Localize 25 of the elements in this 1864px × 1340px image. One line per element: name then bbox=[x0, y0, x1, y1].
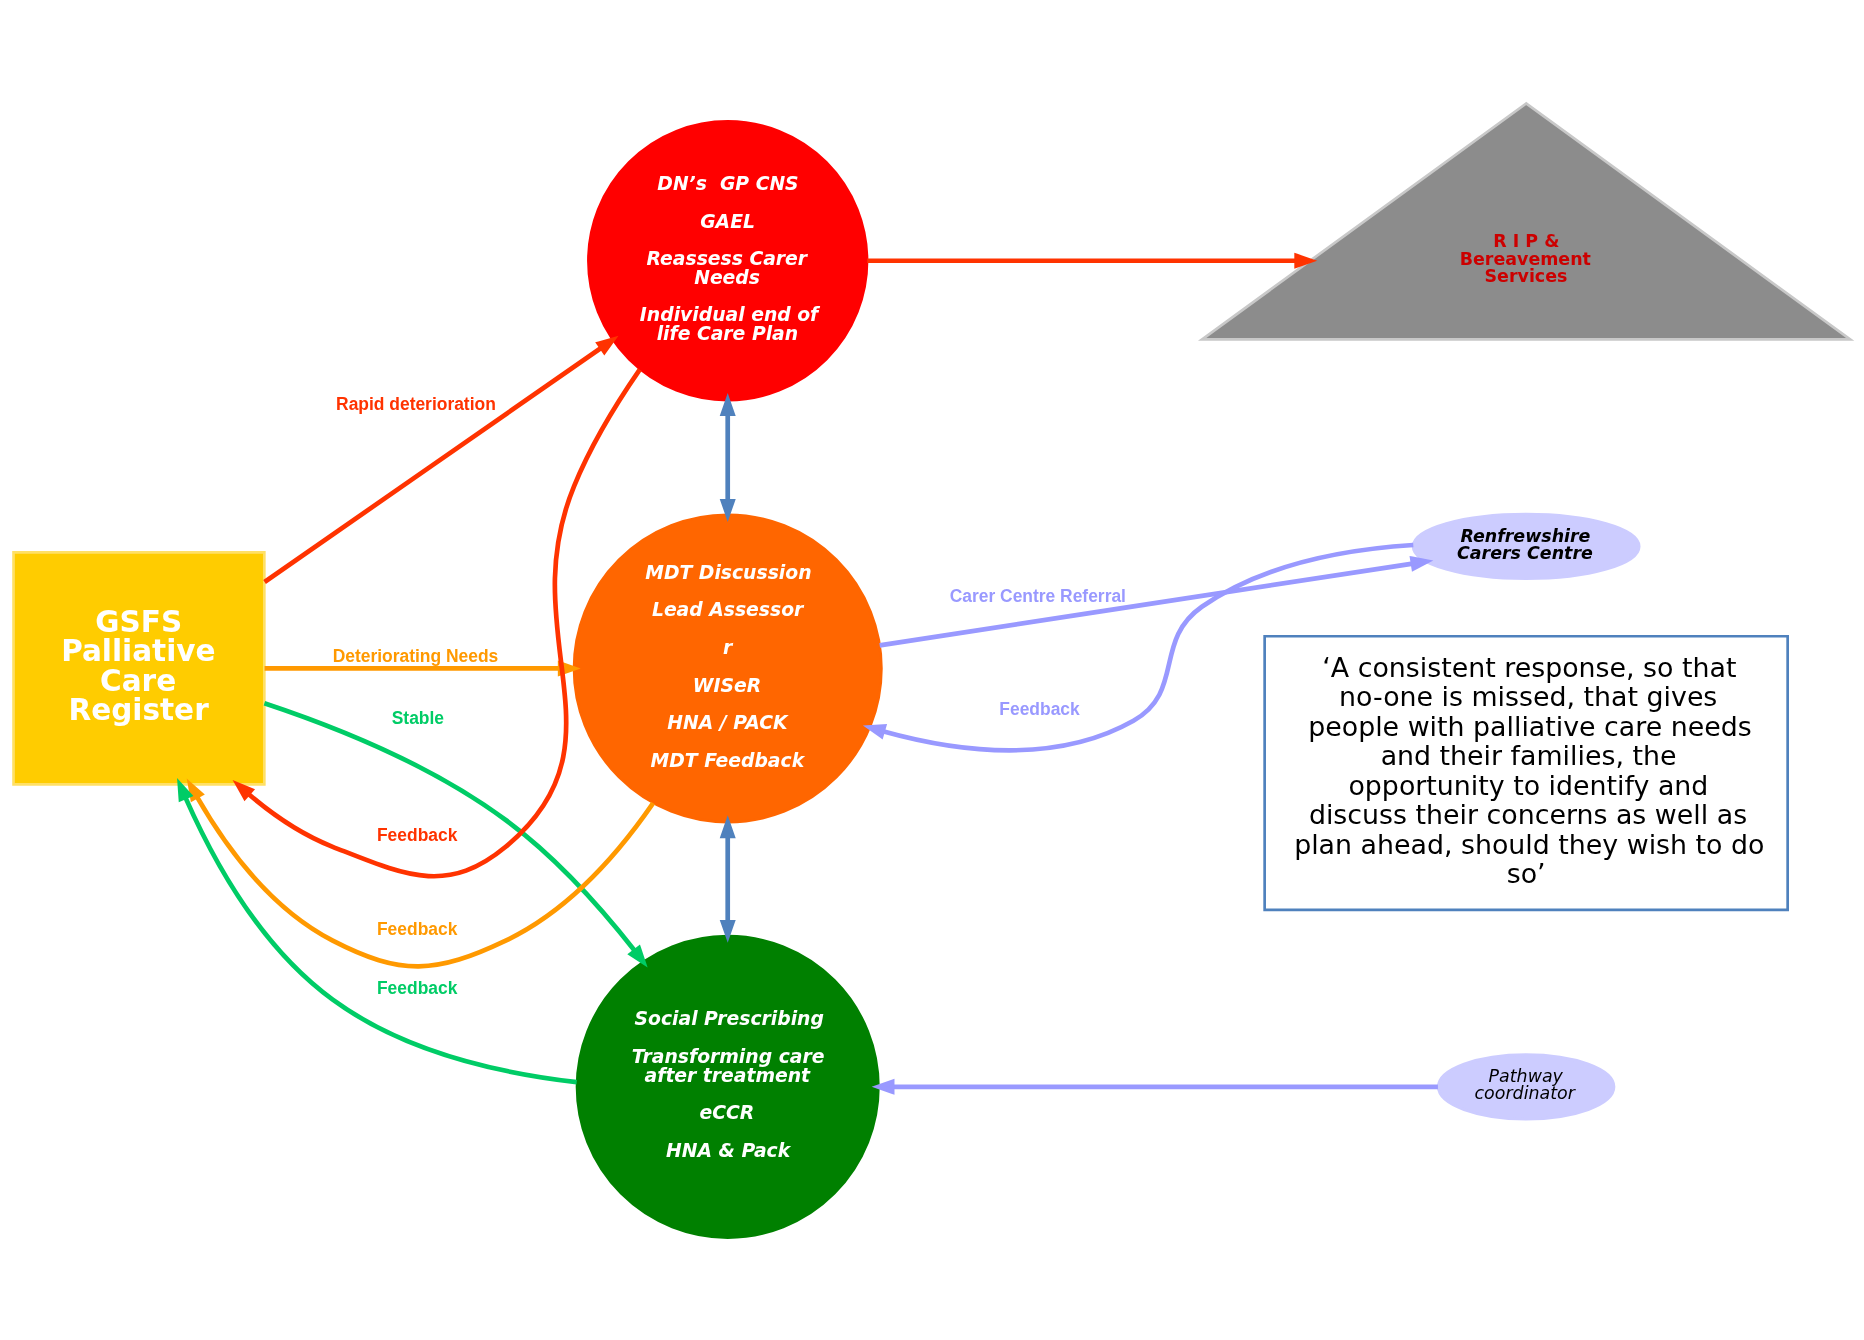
arrow bbox=[719, 814, 736, 943]
edge-label: Carer Centre Referral bbox=[949, 585, 1126, 606]
arrow bbox=[232, 367, 642, 878]
arrow bbox=[879, 555, 1434, 648]
edge-label: Feedback bbox=[376, 918, 458, 939]
node-box: ‘A consistent response, so that no-one is missed, that gives people with palliative care needs and their families, the opportunity to identify and discuss their concerns as well as plan ahead, should they wish to do so’ bbox=[1263, 634, 1789, 911]
arrow bbox=[867, 252, 1318, 269]
node-circle: Social Prescribing Transforming care after treatment eCCR HNA & Pack bbox=[575, 934, 880, 1239]
node-circle: DN’s GP CNS GAEL Reassess Carer Needs Individual end of life Care Plan bbox=[587, 119, 869, 401]
arrow bbox=[862, 542, 1414, 753]
edge-label: Stable bbox=[391, 707, 445, 728]
edge-label: Feedback bbox=[376, 824, 458, 845]
edge-label: Deteriorating Needs bbox=[332, 645, 499, 666]
node-circle: MDT Discussion Lead Assessor r WISeR HNA / PACK MDT Feedback bbox=[572, 512, 883, 823]
arrow bbox=[871, 1078, 1438, 1095]
arrow bbox=[719, 392, 736, 522]
arrow bbox=[186, 777, 656, 969]
edge-label: Rapid deterioration bbox=[336, 393, 496, 414]
arrow bbox=[263, 335, 619, 584]
arrow bbox=[177, 777, 577, 1084]
node-ellipse: Pathway coordinator bbox=[1436, 1052, 1616, 1120]
arrow bbox=[263, 700, 648, 967]
edge-label: Feedback bbox=[376, 977, 458, 998]
edge-label: Feedback bbox=[999, 698, 1080, 719]
node-box: GSFS Palliative Care Register bbox=[12, 550, 266, 786]
